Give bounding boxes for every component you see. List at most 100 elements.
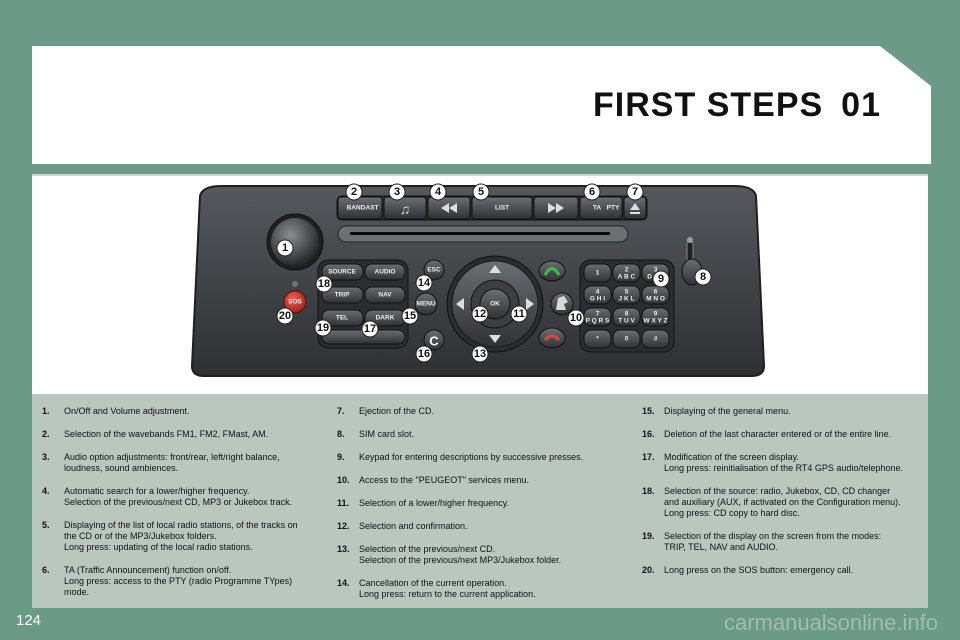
legend-item: 4.Automatic search for a lower/higher fr…: [42, 486, 327, 508]
clear-button: [423, 329, 445, 351]
source-button: [321, 263, 364, 281]
rewind-icon: [441, 203, 449, 213]
legend-item-number: 8.: [337, 429, 345, 439]
legend-item: 10.Access to the "PEUGEOT" services menu…: [337, 475, 622, 486]
legend-item: 13.Selection of the previous/next CD.Sel…: [337, 544, 622, 566]
legend-item-text: the CD or of the MP3/Jukebox folders.: [64, 531, 217, 541]
page-number: 124: [16, 612, 42, 629]
legend-item-text: Automatic search for a lower/higher freq…: [64, 486, 250, 496]
callout-10: 10: [567, 309, 585, 327]
legend-item-number: 19.: [642, 531, 655, 541]
legend-item-number: 7.: [337, 406, 345, 416]
menu-label: MENU: [416, 301, 435, 308]
esc-button: [423, 259, 445, 281]
legend-item-text: Long press: reinitialisation of the RT4 …: [664, 463, 903, 473]
legend-item-text: TRIP, TEL, NAV and AUDIO.: [664, 542, 779, 552]
keypad-key-letters: J K L: [619, 296, 635, 303]
legend-item-text: Long press: access to the PTY (radio Pro…: [64, 576, 293, 586]
phone-reject-icon: [543, 334, 561, 342]
legend-item-text: Selection of the wavebands FM1, FM2, FMa…: [64, 429, 269, 439]
keypad-key-label: #: [654, 336, 658, 343]
keypad-key: [641, 329, 670, 349]
list-button-label: LIST: [495, 205, 509, 212]
legend-item-number: 18.: [642, 486, 655, 496]
callout-number: 13: [474, 348, 486, 360]
callout-circle: [567, 309, 585, 327]
legend-item-number: 13.: [337, 544, 350, 554]
chapter-number: 01: [841, 86, 881, 124]
callout-number: 16: [418, 348, 430, 360]
legend-item-text: loudness, sound ambiences.: [64, 463, 179, 473]
fast-forward-icon: [548, 203, 556, 213]
tel-button-label: TEL: [336, 315, 348, 322]
source-button-label: SOURCE: [328, 269, 356, 276]
legend-item-text: Selection of the previous/next CD, MP3 o…: [64, 497, 293, 507]
legend-item: 16.Deletion of the last character entere…: [642, 429, 927, 440]
audio-button: [364, 263, 406, 281]
legend-item-text: TA (Traffic Announcement) function on/of…: [64, 565, 232, 575]
callout-circle: [415, 274, 433, 292]
callout-1: 1: [276, 239, 294, 257]
legend-item-number: 20.: [642, 565, 655, 575]
callout-circle: [694, 268, 712, 286]
legend-item-text: Modification of the screen display.: [664, 452, 799, 462]
callout-5: 5: [472, 183, 490, 201]
callout-circle: [415, 345, 433, 363]
keypad-key: [641, 285, 670, 305]
keypad-key: [612, 263, 641, 283]
band-button-label: BAND: [347, 205, 366, 212]
callout-number: 12: [474, 308, 486, 320]
legend-item-text: Selection of the previous/next MP3/Jukeb…: [359, 555, 562, 565]
callout-12: 12: [471, 305, 489, 323]
sim-card-release: [687, 237, 693, 243]
callout-circle: [583, 183, 601, 201]
keypad-key-letters: T U V: [618, 318, 635, 325]
keypad-frame: [579, 259, 675, 353]
fast-forward-icon: [556, 203, 564, 213]
keypad-key-label: 9: [654, 311, 658, 318]
callout-16: 16: [415, 345, 433, 363]
keypad-key: [583, 285, 612, 305]
legend-item-text: Displaying of the general menu.: [664, 406, 791, 416]
legend-item: 9.Keypad for entering descriptions by su…: [337, 452, 622, 463]
legend-item: 15.Displaying of the general menu.: [642, 406, 927, 417]
legend-item-text: Displaying of the list of local radio st…: [64, 520, 298, 530]
audio-button-label: AUDIO: [375, 269, 396, 276]
callout-number: 17: [364, 323, 376, 335]
legend-panel: 1.On/Off and Volume adjustment.2.Selecti…: [32, 394, 928, 608]
callout-number: 1: [282, 242, 288, 254]
callout-circle: [429, 183, 447, 201]
list-button: [471, 196, 533, 220]
callout-3: 3: [388, 183, 406, 201]
keypad-key: [612, 285, 641, 305]
callout-number: 10: [570, 312, 582, 324]
legend-item-text: Selection of the source: radio, Jukebox,…: [664, 486, 891, 496]
keypad-key-label: *: [596, 336, 599, 343]
keypad-key-label: 0: [625, 336, 629, 343]
legend-item-number: 9.: [337, 452, 345, 462]
callout-9: 9: [652, 270, 670, 288]
music-note-icon: ♫: [400, 201, 411, 217]
watermark: carmanualsonline.info: [723, 610, 938, 635]
keypad-key-letters: G H I: [590, 296, 605, 303]
callout-circle: [345, 183, 363, 201]
nav-up-arrow-icon: [489, 265, 501, 273]
call-reject-button: [538, 327, 566, 349]
legend-item-text: On/Off and Volume adjustment.: [64, 406, 190, 416]
callout-4: 4: [429, 183, 447, 201]
legend-item-text: Selection of a lower/higher frequency.: [359, 498, 509, 508]
legend-item-text: Audio option adjustments: front/rear, le…: [64, 452, 280, 462]
menu-button: [414, 292, 438, 316]
clear-icon: C: [429, 334, 439, 349]
callout-8: 8: [694, 268, 712, 286]
legend-item-text: Deletion of the last character entered o…: [664, 429, 892, 439]
legend-item-number: 5.: [42, 520, 50, 530]
keypad-key-letters: P Q R S: [586, 318, 610, 325]
callout-18: 18: [315, 275, 333, 293]
keypad-key-letters: M N O: [646, 296, 665, 303]
legend-item-number: 2.: [42, 429, 50, 439]
keypad-key: [583, 329, 612, 349]
nav-button: [364, 286, 406, 304]
